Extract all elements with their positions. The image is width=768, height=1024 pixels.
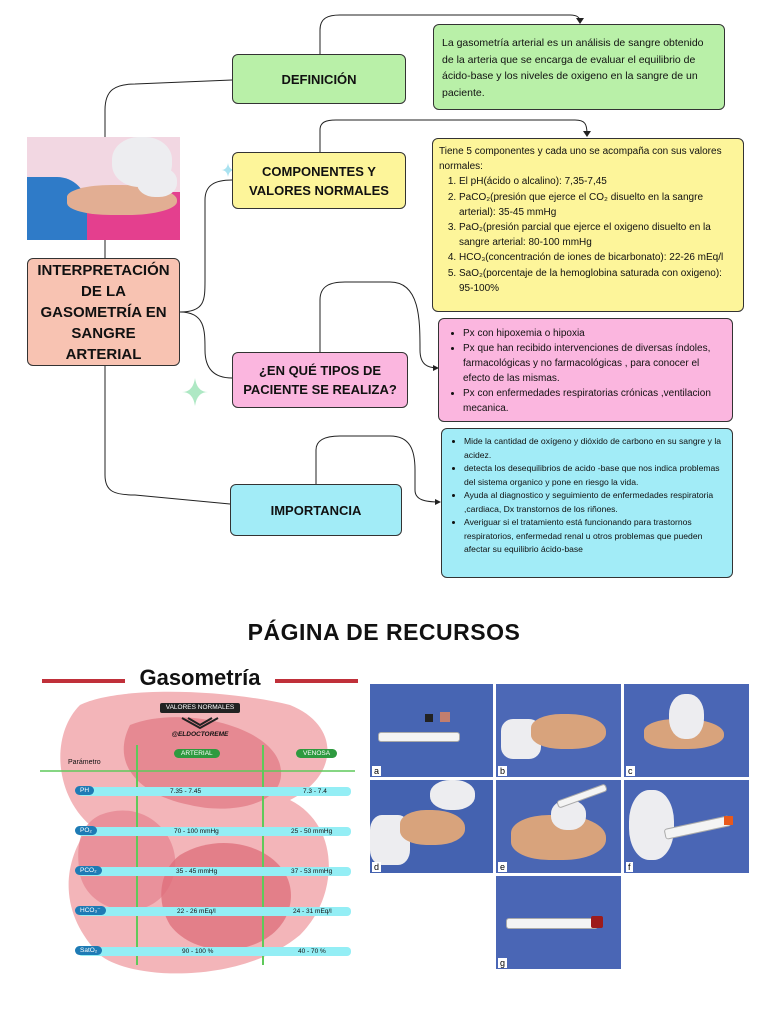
sparkle-icon [221, 163, 235, 177]
list-item: detecta los desequilibrios de acido -bas… [464, 462, 726, 489]
procedure-photo-c: c [624, 684, 749, 777]
row-venosa: 40 - 70 % [298, 948, 326, 955]
list-item: Ayuda al diagnostico y seguimiento de en… [464, 489, 726, 516]
node-importancia-label: IMPORTANCIA [270, 502, 362, 518]
procedure-photo-a: a [370, 684, 493, 777]
desc-definicion: La gasometría arterial es un análisis de… [433, 24, 725, 110]
node-definicion-label: DEFINICIÓN [281, 71, 357, 87]
row-arterial: 90 - 100 % [182, 948, 214, 955]
list-item: PaO₂(presión parcial que ejerce el oxige… [459, 220, 737, 250]
table-row: SatO₂ 90 - 100 % 40 - 70 % [75, 946, 351, 956]
photo-label: f [626, 862, 633, 872]
resources-title: PÁGINA DE RECURSOS [247, 619, 521, 645]
table-row: PH 7.35 - 7.45 7.3 - 7.4 [75, 786, 351, 796]
procedure-photo-d: d [370, 780, 493, 873]
row-param: PO₂ [75, 826, 97, 835]
row-param: PCO₂ [75, 866, 102, 875]
row-param: PH [75, 786, 95, 795]
infographic-brand: @ELDOCTOREME [171, 731, 229, 738]
row-arterial: 7.35 - 7.45 [170, 788, 202, 795]
infographic-background [40, 679, 358, 974]
list-item: SaO₂(porcentaje de la hemoglobina satura… [459, 266, 737, 296]
node-pacientes: ¿EN QUÉ TIPOS DE PACIENTE SE REALIZA? [232, 352, 408, 408]
sparkle-icon [182, 378, 208, 406]
node-definicion: DEFINICIÓN [232, 54, 406, 104]
pacientes-list: Px con hipoxemia o hipoxia Px que han re… [447, 326, 724, 416]
photo-label: a [372, 766, 382, 776]
procedure-photo-e: e [496, 780, 621, 873]
photo-label: b [498, 766, 508, 776]
row-venosa: 24 - 31 mEq/l [293, 908, 332, 915]
photo-label: g [498, 958, 508, 968]
table-row: PCO₂ 35 - 45 mmHg 37 - 53 mmHg [75, 866, 351, 876]
desc-importancia: Mide la cantidad de oxígeno y dióxido de… [441, 428, 733, 578]
connector-central-componentes [179, 179, 233, 313]
row-param: HCO₃⁻ [75, 906, 106, 915]
list-item: Px con enfermedades respiratorias crónic… [463, 386, 724, 416]
central-topic-label: INTERPRETACIÓN DE LA GASOMETRÍA EN SANGR… [37, 261, 170, 363]
photo-label: d [372, 862, 382, 872]
connector-central-pacientes [179, 311, 233, 379]
infographic-title: Gasometría [139, 665, 261, 690]
connector-importancia-desc [315, 435, 441, 503]
list-item: HCO₃(concentración de iones de bicarbona… [459, 250, 737, 265]
col-venosa-header: VENOSA [296, 749, 338, 758]
connector-central-importancia [104, 366, 231, 505]
list-item: Averiguar si el tratamiento está funcion… [464, 516, 726, 557]
procedure-photo-b: b [496, 684, 621, 777]
row-arterial: 35 - 45 mmHg [176, 868, 218, 875]
desc-pacientes: Px con hipoxemia o hipoxia Px que han re… [438, 318, 733, 422]
row-venosa: 37 - 53 mmHg [291, 868, 333, 875]
list-item: Px con hipoxemia o hipoxia [463, 326, 724, 341]
infographic-subtitle: VALORES NORMALES [160, 703, 240, 713]
desc-componentes-intro: Tiene 5 componentes y cada uno se acompa… [439, 146, 722, 173]
photo-label: e [498, 862, 508, 872]
photo-label: c [626, 766, 635, 776]
componentes-list: El pH(ácido o alcalino): 7,35-7,45 PaCO₂… [439, 174, 737, 296]
row-venosa: 7.3 - 7.4 [303, 788, 327, 795]
connector-pacientes-desc [319, 281, 439, 369]
list-item: El pH(ácido o alcalino): 7,35-7,45 [459, 174, 737, 189]
connector-central-definicion [104, 79, 233, 258]
desc-definicion-text: La gasometría arterial es un análisis de… [442, 37, 704, 99]
central-topic: INTERPRETACIÓN DE LA GASOMETRÍA EN SANGR… [27, 258, 180, 366]
logo-icon [180, 716, 220, 730]
importancia-list: Mide la cantidad de oxígeno y dióxido de… [448, 435, 726, 557]
connector-lines [104, 14, 591, 505]
desc-componentes: Tiene 5 componentes y cada uno se acompa… [432, 138, 744, 312]
table-row: HCO₃⁻ 22 - 26 mEq/l 24 - 31 mEq/l [75, 906, 351, 916]
procedure-photo-g: g [496, 876, 621, 969]
node-componentes-label: COMPONENTES Y VALORES NORMALES [249, 163, 389, 198]
table-row: PO₂ 70 - 100 mmHg 25 - 50 mmHg [75, 826, 351, 836]
list-item: Mide la cantidad de oxígeno y dióxido de… [464, 435, 726, 462]
blood-draw-photo [27, 137, 180, 240]
row-arterial: 22 - 26 mEq/l [177, 908, 216, 915]
node-componentes: COMPONENTES Y VALORES NORMALES [232, 152, 406, 209]
procedure-photo-f: f [624, 780, 749, 873]
connector-componentes-desc [319, 119, 588, 152]
list-item: PaCO₂(presión que ejerce el CO₂ disuelto… [459, 190, 737, 220]
row-param: SatO₂ [75, 946, 103, 955]
row-arterial: 70 - 100 mmHg [174, 828, 219, 835]
col-param-header: Parámetro [68, 759, 101, 766]
col-arterial-header: ARTERIAL [174, 749, 220, 758]
node-pacientes-label: ¿EN QUÉ TIPOS DE PACIENTE SE REALIZA? [243, 363, 397, 397]
gasometria-infographic: Gasometría VALORES NORMALES @ELDOCTOREME… [40, 665, 360, 985]
row-venosa: 25 - 50 mmHg [291, 828, 333, 835]
node-importancia: IMPORTANCIA [230, 484, 402, 536]
list-item: Px que han recibido intervenciones de di… [463, 341, 724, 386]
